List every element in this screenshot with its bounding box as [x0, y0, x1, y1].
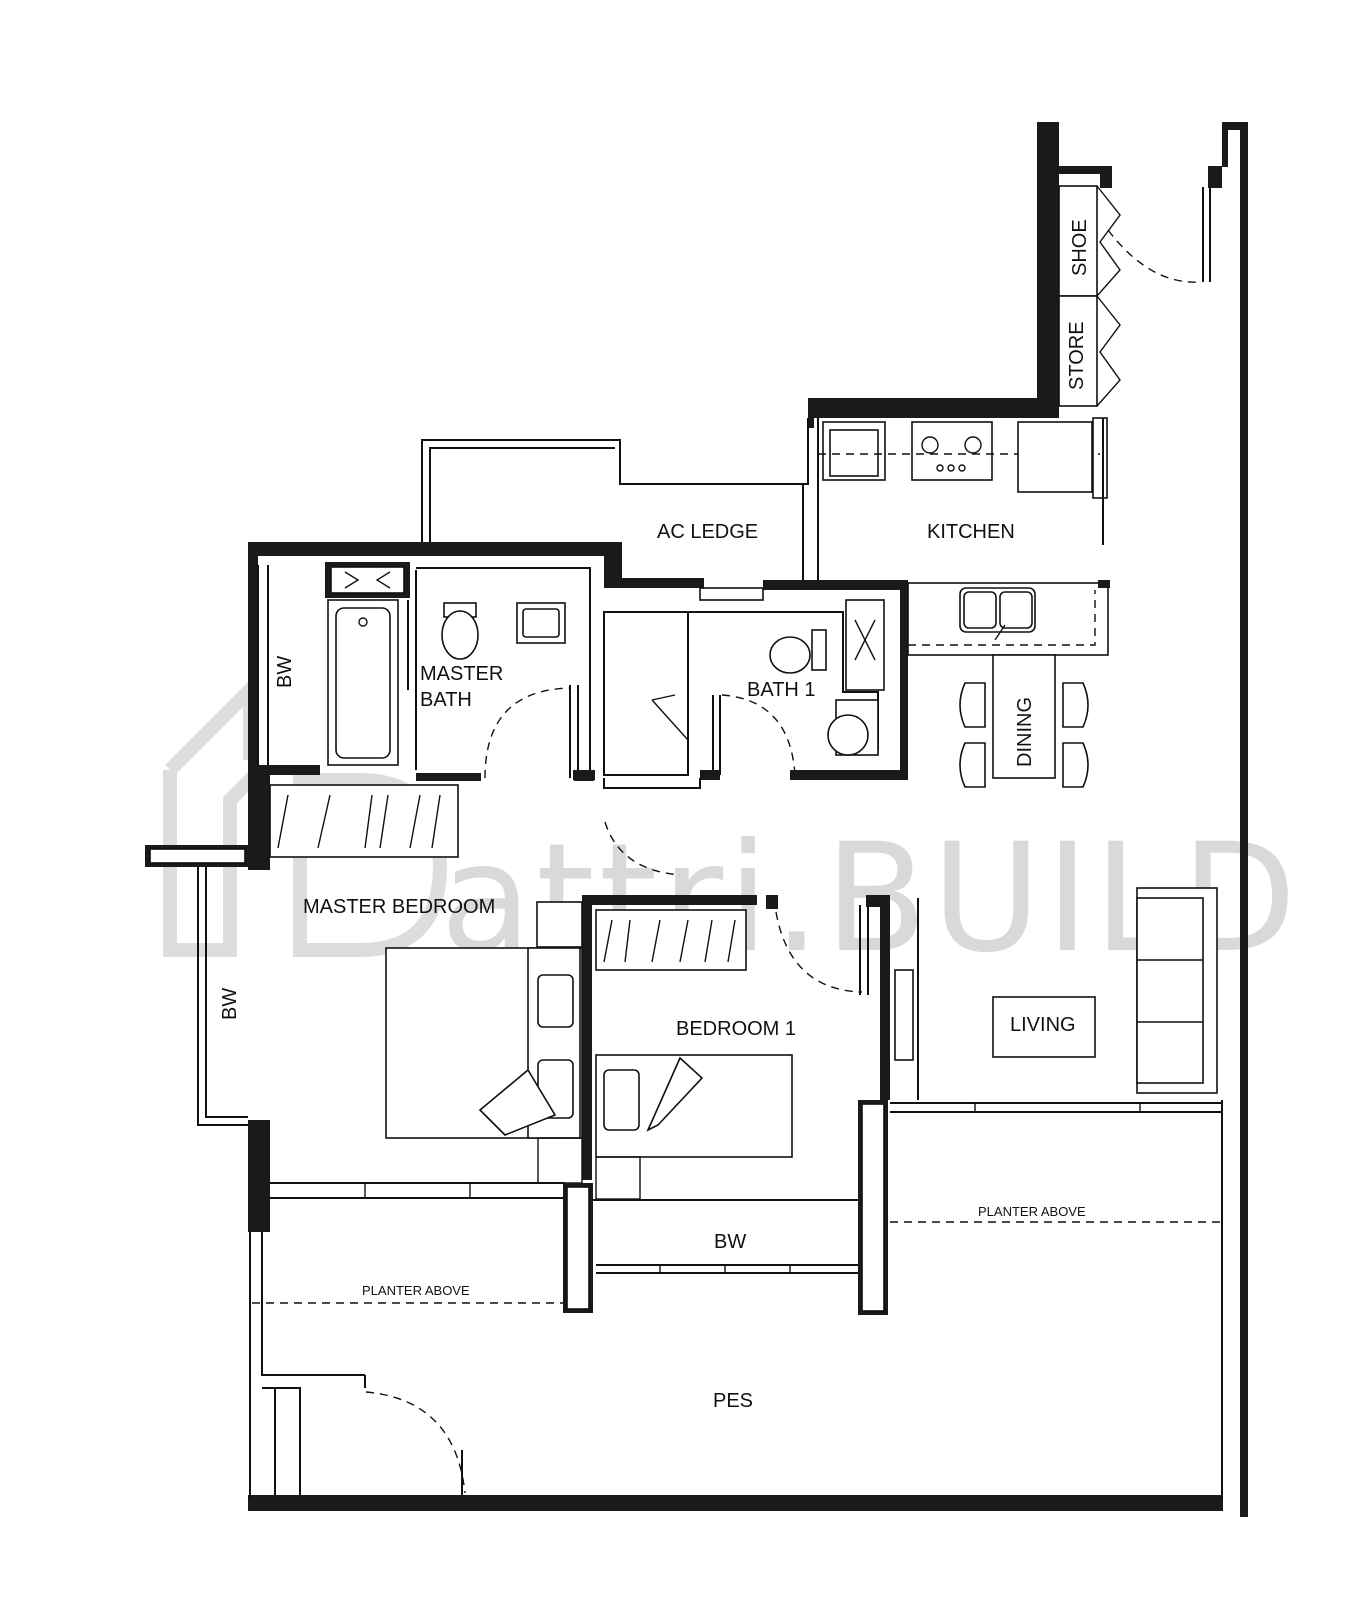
- master-bed: [385, 947, 583, 1184]
- label-bw-bedroom: BW: [714, 1231, 746, 1253]
- label-master-bath-line2: BATH: [420, 689, 472, 711]
- label-bw-master-bedroom: BW: [219, 988, 241, 1020]
- sliding-doors: [252, 1100, 1222, 1495]
- bath-1: [573, 587, 908, 789]
- bedroom-1-bed: [595, 1054, 793, 1200]
- label-kitchen: KITCHEN: [927, 521, 1015, 543]
- sofa: [1136, 887, 1218, 1094]
- label-bw-master-bath: BW: [274, 656, 296, 688]
- entry-cabinets: [1058, 166, 1222, 545]
- label-planter-left: PLANTER ABOVE: [362, 1283, 470, 1298]
- dining-set: [959, 654, 1089, 788]
- kitchen-fixtures: [818, 421, 1110, 656]
- label-store: STORE: [1066, 321, 1088, 390]
- label-shoe: SHOE: [1069, 219, 1091, 276]
- label-living: LIVING: [1010, 1014, 1076, 1036]
- bedroom-1-walls: [536, 895, 914, 1180]
- label-ac-ledge: AC LEDGE: [657, 521, 758, 543]
- label-dining: DINING: [1014, 697, 1036, 767]
- master-bath: [257, 562, 594, 781]
- label-master-bedroom: MASTER BEDROOM: [303, 896, 495, 918]
- master-wardrobe: [269, 784, 681, 876]
- outer-walls: [145, 122, 1248, 1517]
- label-master-bath-line1: MASTER: [420, 663, 503, 685]
- coffee-table: [992, 996, 1096, 1058]
- label-bedroom-1: BEDROOM 1: [676, 1018, 796, 1040]
- label-planter-right: PLANTER ABOVE: [978, 1204, 1086, 1219]
- label-bath-1: BATH 1: [747, 679, 816, 701]
- label-pes: PES: [713, 1390, 753, 1412]
